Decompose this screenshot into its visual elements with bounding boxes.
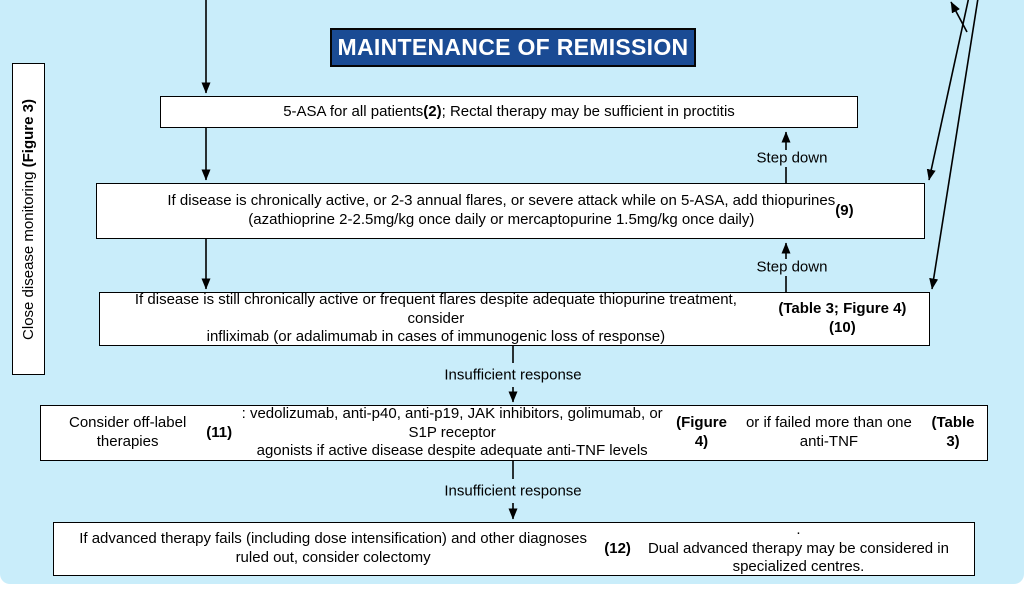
label-step-down-2: Step down xyxy=(756,258,828,276)
label-insufficient-response-1: Insufficient response xyxy=(444,366,582,384)
box-5asa: 5-ASA for all patients (2); Rectal thera… xyxy=(160,96,858,128)
box-infliximab: If disease is still chronically active o… xyxy=(99,291,930,346)
side-monitoring-box: Close disease monitoring (Figure 3) xyxy=(12,63,45,375)
box-colectomy: If advanced therapy fails (including dos… xyxy=(53,521,975,576)
title-banner: MAINTENANCE OF REMISSION xyxy=(330,28,696,67)
label-insufficient-response-2: Insufficient response xyxy=(444,482,582,500)
label-step-down-1: Step down xyxy=(756,149,828,167)
box-offlabel-therapies: Consider off-label therapies (11): vedol… xyxy=(40,405,988,461)
side-monitoring-label: Close disease monitoring (Figure 3) xyxy=(20,98,37,340)
box-thiopurines: If disease is chronically active, or 2-3… xyxy=(96,183,925,239)
